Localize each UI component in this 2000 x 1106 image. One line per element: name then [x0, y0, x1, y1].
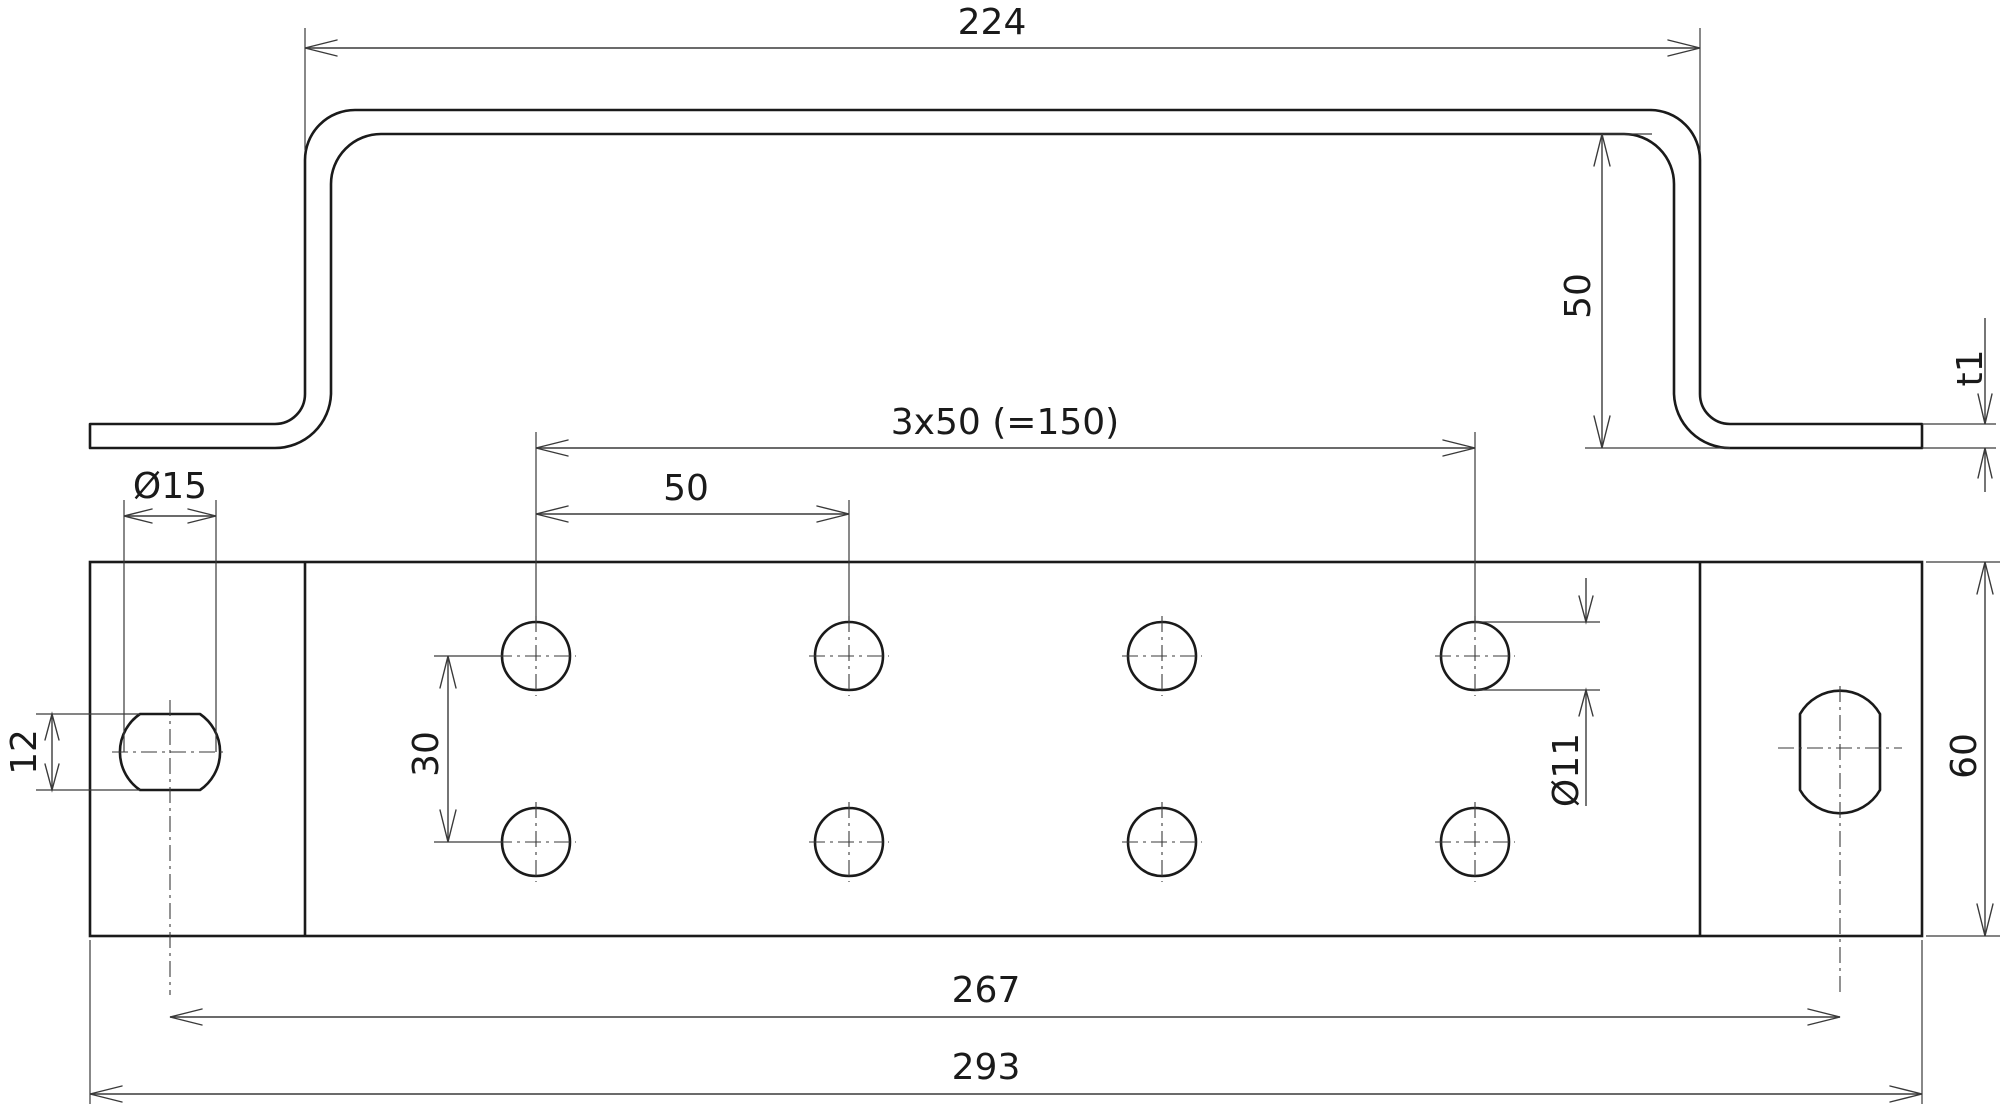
hole-centerlines — [496, 616, 1515, 882]
hole-spacing-total-label: 3x50 (=150) — [891, 402, 1119, 443]
plate-outline — [88, 560, 1924, 938]
slot-centers-label: 267 — [952, 970, 1021, 1011]
side-view — [88, 108, 1924, 450]
dimension-row-spacing: 30 — [406, 655, 502, 843]
hole-spacing-label: 50 — [663, 468, 709, 509]
top-width-label: 224 — [958, 2, 1027, 43]
dimension-hole-spacing: 50 — [535, 468, 850, 622]
dimension-slot-height: 12 — [4, 711, 140, 793]
top-view — [88, 560, 1924, 995]
thickness-label: t1 — [1950, 349, 1991, 386]
slot-width-label: Ø15 — [133, 466, 207, 507]
height-label: 50 — [1558, 273, 1599, 319]
dimension-hole-diameter: Ø11 — [1475, 578, 1600, 807]
dimension-plate-width: 60 — [1926, 561, 2000, 937]
dimension-top-width: 224 — [304, 2, 1701, 150]
row-spacing-label: 30 — [406, 731, 447, 777]
hole-diameter-label: Ø11 — [1546, 733, 1587, 807]
dimension-height: 50 — [1558, 133, 1730, 449]
strap-profile-outline — [88, 108, 1924, 450]
dimension-hole-spacing-total: 3x50 (=150) — [535, 402, 1476, 622]
slot-height-label: 12 — [4, 729, 45, 775]
dimension-slot-width: Ø15 — [123, 466, 217, 752]
overall-length-label: 293 — [952, 1047, 1021, 1088]
dimension-overall-length: 293 — [89, 940, 1923, 1104]
dimension-thickness: t1 — [1922, 318, 1996, 492]
plate-width-label: 60 — [1944, 733, 1985, 779]
dimension-slot-centers: 267 — [169, 970, 1841, 1026]
slot-hole-right — [1798, 689, 1882, 815]
